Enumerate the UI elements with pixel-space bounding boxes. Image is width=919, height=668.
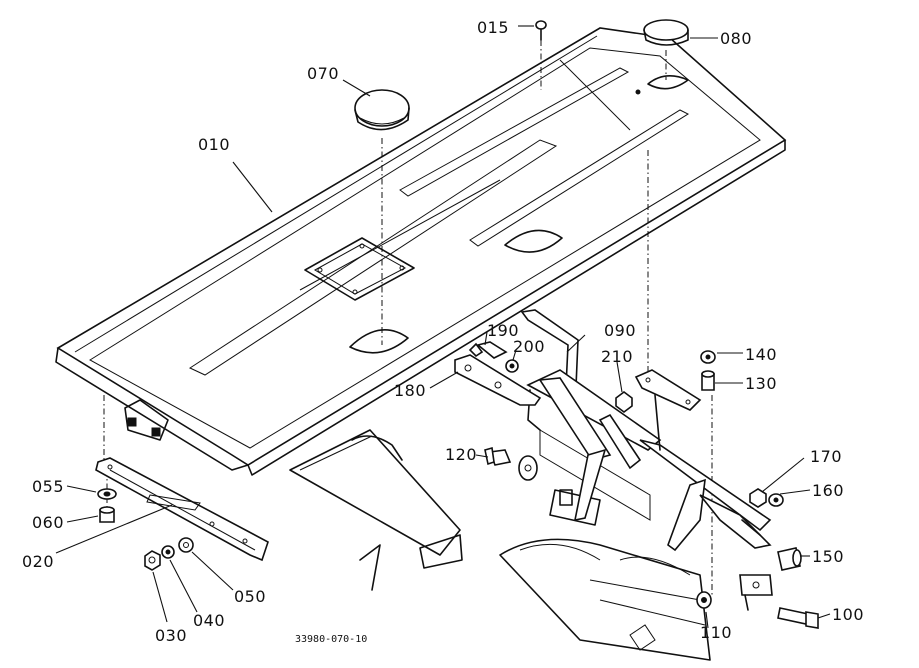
- bolt-100: [777, 607, 819, 629]
- bolt-060: [99, 506, 115, 523]
- label-060: 060: [32, 513, 64, 532]
- label-090: 090: [604, 321, 636, 340]
- label-080: 080: [720, 29, 752, 48]
- leader-lines: [55, 25, 831, 629]
- bracket-right: [634, 369, 702, 451]
- washer-160: [768, 493, 784, 507]
- bracket-180: [454, 354, 542, 406]
- bracket-020: [95, 457, 269, 562]
- label-160: 160: [812, 481, 844, 500]
- bolt-130: [701, 370, 715, 391]
- screw-015: [535, 20, 547, 41]
- linkage-100: [739, 574, 773, 611]
- washer-110: [696, 591, 712, 609]
- label-180: 180: [394, 381, 426, 400]
- label-210: 210: [601, 347, 633, 366]
- label-140: 140: [745, 345, 777, 364]
- label-055: 055: [32, 477, 64, 496]
- bolt-190: [468, 341, 508, 359]
- drawing-number: 33980-070-10: [295, 634, 367, 645]
- label-070: 070: [307, 64, 339, 83]
- center-lines: [103, 40, 713, 595]
- label-150: 150: [812, 547, 844, 566]
- label-010: 010: [198, 135, 230, 154]
- floor-panel: [55, 27, 787, 476]
- label-050: 050: [234, 587, 266, 606]
- bolt-120: [484, 446, 538, 481]
- washer-140: [700, 350, 716, 364]
- plug-070: [354, 89, 410, 131]
- washer-040: [161, 545, 175, 559]
- washer-050: [178, 537, 194, 553]
- label-040: 040: [193, 611, 225, 630]
- washer-055: [97, 488, 117, 500]
- nut-210: [615, 391, 633, 413]
- label-130: 130: [745, 374, 777, 393]
- label-190: 190: [487, 321, 519, 340]
- nut-170: [749, 488, 767, 508]
- label-100: 100: [832, 605, 864, 624]
- label-200: 200: [513, 337, 545, 356]
- washer-200: [505, 359, 519, 373]
- tractor-frame: [289, 429, 711, 661]
- label-120: 120: [445, 445, 477, 464]
- plug-080: [643, 19, 689, 46]
- lever-arms: [538, 377, 772, 552]
- label-170: 170: [810, 447, 842, 466]
- nut-030: [144, 550, 161, 571]
- part-labels: 010 015 070 080 090 190 200 210 180 140 …: [22, 18, 864, 645]
- label-110: 110: [700, 623, 732, 642]
- label-015: 015: [477, 18, 509, 37]
- pin-150: [777, 547, 802, 571]
- label-030: 030: [155, 626, 187, 645]
- label-020: 020: [22, 552, 54, 571]
